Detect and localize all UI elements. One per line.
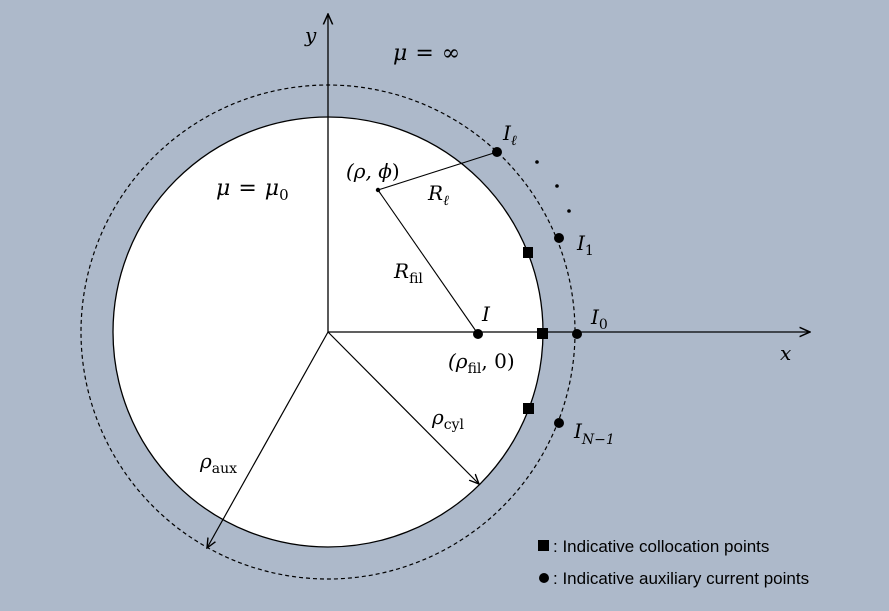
collocation-point [523, 247, 533, 258]
legend: : Indicative collocation points : Indica… [538, 537, 809, 588]
aux-current-I-0 [572, 329, 582, 339]
R-l-line [377, 151, 498, 191]
collocation-point [537, 328, 548, 339]
filament-coordinate-label: (ρfil, 0) [448, 349, 515, 377]
inside-permeability: μ=μ0 [216, 176, 289, 204]
legend-auxiliary-text: : Indicative auxiliary current points [553, 569, 809, 588]
collocation-point [523, 403, 534, 414]
R-l-label: Rℓ [427, 181, 449, 209]
field-point-dot [375, 187, 381, 193]
rho-aux-arrow [207, 331, 329, 548]
field-point-label: (ρ, ϕ) [346, 159, 400, 183]
legend-collocation-marker [538, 540, 549, 551]
aux-current-I-N-1 [554, 418, 564, 428]
x-axis-label: x [780, 341, 791, 365]
ellipsis-dot [567, 209, 571, 213]
I-l-label: Iℓ [502, 121, 517, 149]
outside-permeability: μ=∞ [393, 41, 460, 66]
aux-current-I-l [492, 147, 502, 157]
rho-cyl-label: ρcyl [431, 405, 465, 433]
rho-aux-label: ρaux [199, 449, 237, 477]
legend-collocation-text: : Indicative collocation points [553, 537, 769, 556]
I-N-1-label: IN−1 [573, 419, 615, 448]
R-fil-line [377, 189, 479, 335]
ellipsis-dot [535, 160, 539, 164]
aux-current-I-1 [554, 233, 564, 243]
filament-dot [473, 329, 483, 339]
I-0-label: I0 [590, 305, 608, 333]
legend-auxiliary-marker [539, 573, 549, 583]
rho-cyl-arrow [327, 331, 479, 484]
ellipsis-dot [555, 184, 559, 188]
filament-current-label: I [481, 302, 491, 326]
y-axis-label: y [304, 23, 317, 47]
I-1-label: I1 [576, 231, 594, 259]
R-fil-label: Rfil [393, 259, 423, 287]
